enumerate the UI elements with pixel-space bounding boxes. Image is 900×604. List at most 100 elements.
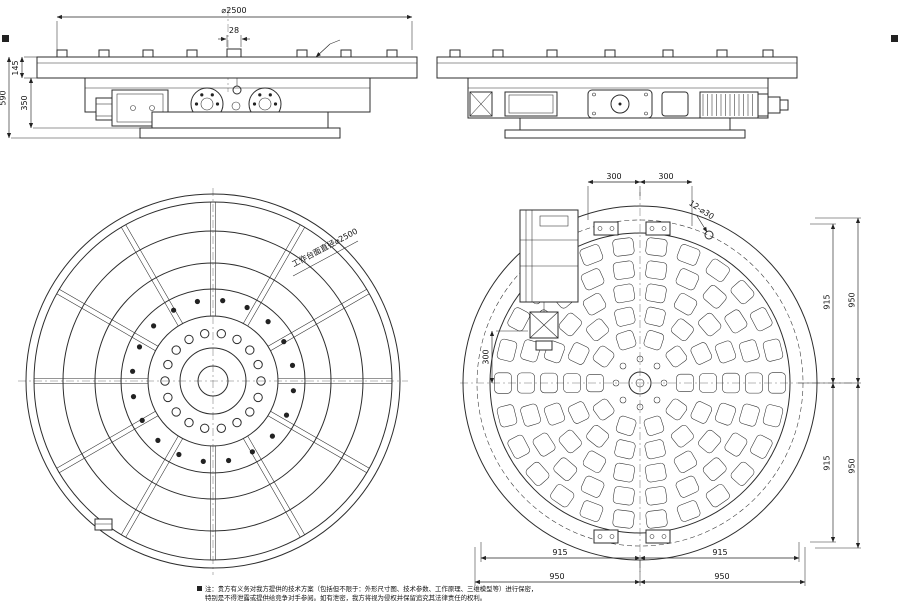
- t-slot: [507, 434, 530, 459]
- junction-box: [504, 91, 558, 117]
- t-slot: [568, 401, 590, 424]
- t-slot: [520, 339, 541, 363]
- bolt-hole: [232, 417, 242, 428]
- t-slot: [644, 439, 666, 460]
- t-slot: [690, 342, 712, 365]
- gearbox-screw: [149, 105, 155, 111]
- concentric-circle: [197, 365, 229, 397]
- dowel-dot: [226, 457, 232, 464]
- gear-dot: [258, 93, 262, 97]
- bolt-hole: [200, 423, 210, 433]
- gear-dot: [268, 93, 272, 97]
- dowel-dot: [194, 298, 200, 305]
- spoke-line: [59, 289, 159, 347]
- cover-screw: [592, 92, 596, 97]
- t-slot: [525, 461, 550, 486]
- spoke-line: [247, 435, 305, 535]
- bolt-hole: [171, 345, 181, 355]
- gearbox-screw: [130, 105, 136, 111]
- pedestal: [519, 117, 731, 131]
- t-slot: [676, 244, 701, 266]
- gear-hub: [258, 97, 272, 111]
- bolt-hole: [171, 407, 181, 417]
- t-slot: [715, 340, 737, 364]
- t-slot: [644, 306, 666, 327]
- plan-left-bolts: [160, 329, 266, 433]
- confidentiality-note: 注：贵方有义务对我方提供的技术方案（包括但不限于：外形尺寸图、技术参数、工作原理…: [197, 584, 537, 602]
- drive-foot: [535, 340, 553, 351]
- t-slot: [586, 318, 609, 342]
- t-slot: [643, 330, 665, 351]
- t-slot: [582, 450, 607, 473]
- dim-text-bottom-inner-left: 915: [552, 548, 567, 557]
- tab-hole: [649, 226, 655, 231]
- spoke-line: [121, 227, 179, 327]
- t-slot: [612, 486, 635, 506]
- plan-right-slots: [494, 237, 786, 529]
- tab-hole: [609, 534, 615, 539]
- t-slot: [615, 415, 637, 436]
- t-slot: [643, 415, 665, 436]
- t-slot: [714, 402, 736, 426]
- t-slot: [675, 475, 700, 498]
- bolt-hole: [256, 376, 266, 386]
- t-slot: [645, 260, 668, 280]
- bolt-bump: [98, 49, 110, 58]
- plan-left-view: 工作台面直径⌀2500: [18, 188, 408, 575]
- t-slot: [567, 342, 590, 365]
- t-slot: [676, 500, 701, 522]
- dowel-dot: [130, 368, 136, 374]
- frame-marks: [2, 35, 898, 42]
- t-slot: [586, 425, 609, 448]
- t-slot: [671, 424, 694, 448]
- t-slot: [676, 373, 694, 392]
- spoke-line: [267, 415, 367, 473]
- center-pilot: [635, 378, 645, 388]
- t-slot: [558, 429, 582, 454]
- hub-hole: [619, 362, 627, 370]
- bolt-hole: [160, 376, 170, 386]
- hub-hole: [660, 379, 668, 387]
- hub-hole: [653, 396, 661, 404]
- bearing-center: [618, 102, 622, 106]
- dowel-dot: [155, 437, 161, 443]
- gear-dot: [210, 93, 214, 97]
- t-slot: [645, 283, 667, 304]
- spoke-line: [270, 411, 370, 469]
- dim-text-bottom-outer-left: 950: [549, 572, 564, 581]
- note-line-1: 注：贵方有义务对我方提供的技术方案（包括但不限于：外形尺寸图、技术参数、工作原理…: [205, 584, 537, 593]
- concentric-circle: [147, 315, 279, 447]
- concentric-circle: [33, 201, 393, 561]
- dowel-dot: [281, 339, 287, 345]
- t-slot: [762, 338, 784, 362]
- gear-dot: [215, 102, 220, 106]
- bolt-bump: [296, 49, 308, 58]
- hub-hole: [619, 396, 627, 404]
- dowel-dot: [283, 412, 290, 418]
- dim-text-key: 28: [229, 26, 239, 35]
- spoke-line: [243, 438, 301, 538]
- dowel-dot: [249, 449, 255, 455]
- plate-bumps-right: [449, 49, 774, 58]
- bolt-hole: [253, 359, 263, 370]
- t-slot: [586, 374, 604, 393]
- spoke-line: [56, 411, 156, 469]
- dim-text-bottom-inner-right: 915: [712, 548, 727, 557]
- idler-circle: [231, 101, 241, 111]
- dim-text-total: 590: [0, 90, 8, 105]
- t-slot: [553, 457, 578, 481]
- center-bore: [628, 371, 652, 395]
- dowel-dot: [136, 344, 143, 350]
- center-key: [226, 48, 242, 58]
- t-slot: [675, 268, 700, 291]
- plan-right-view: 12-⌀30 300 300 915 950 915 950 300: [460, 172, 861, 586]
- dowel-dot: [171, 307, 177, 313]
- t-slot: [540, 372, 558, 394]
- bolt-hole: [184, 334, 194, 345]
- bolt-bump: [142, 49, 154, 58]
- spoke-line: [267, 289, 367, 347]
- t-slot: [665, 345, 688, 368]
- motor-band: [767, 96, 781, 114]
- bolt-bump: [546, 49, 558, 58]
- dim-text-right-top-inner: 915: [823, 294, 832, 309]
